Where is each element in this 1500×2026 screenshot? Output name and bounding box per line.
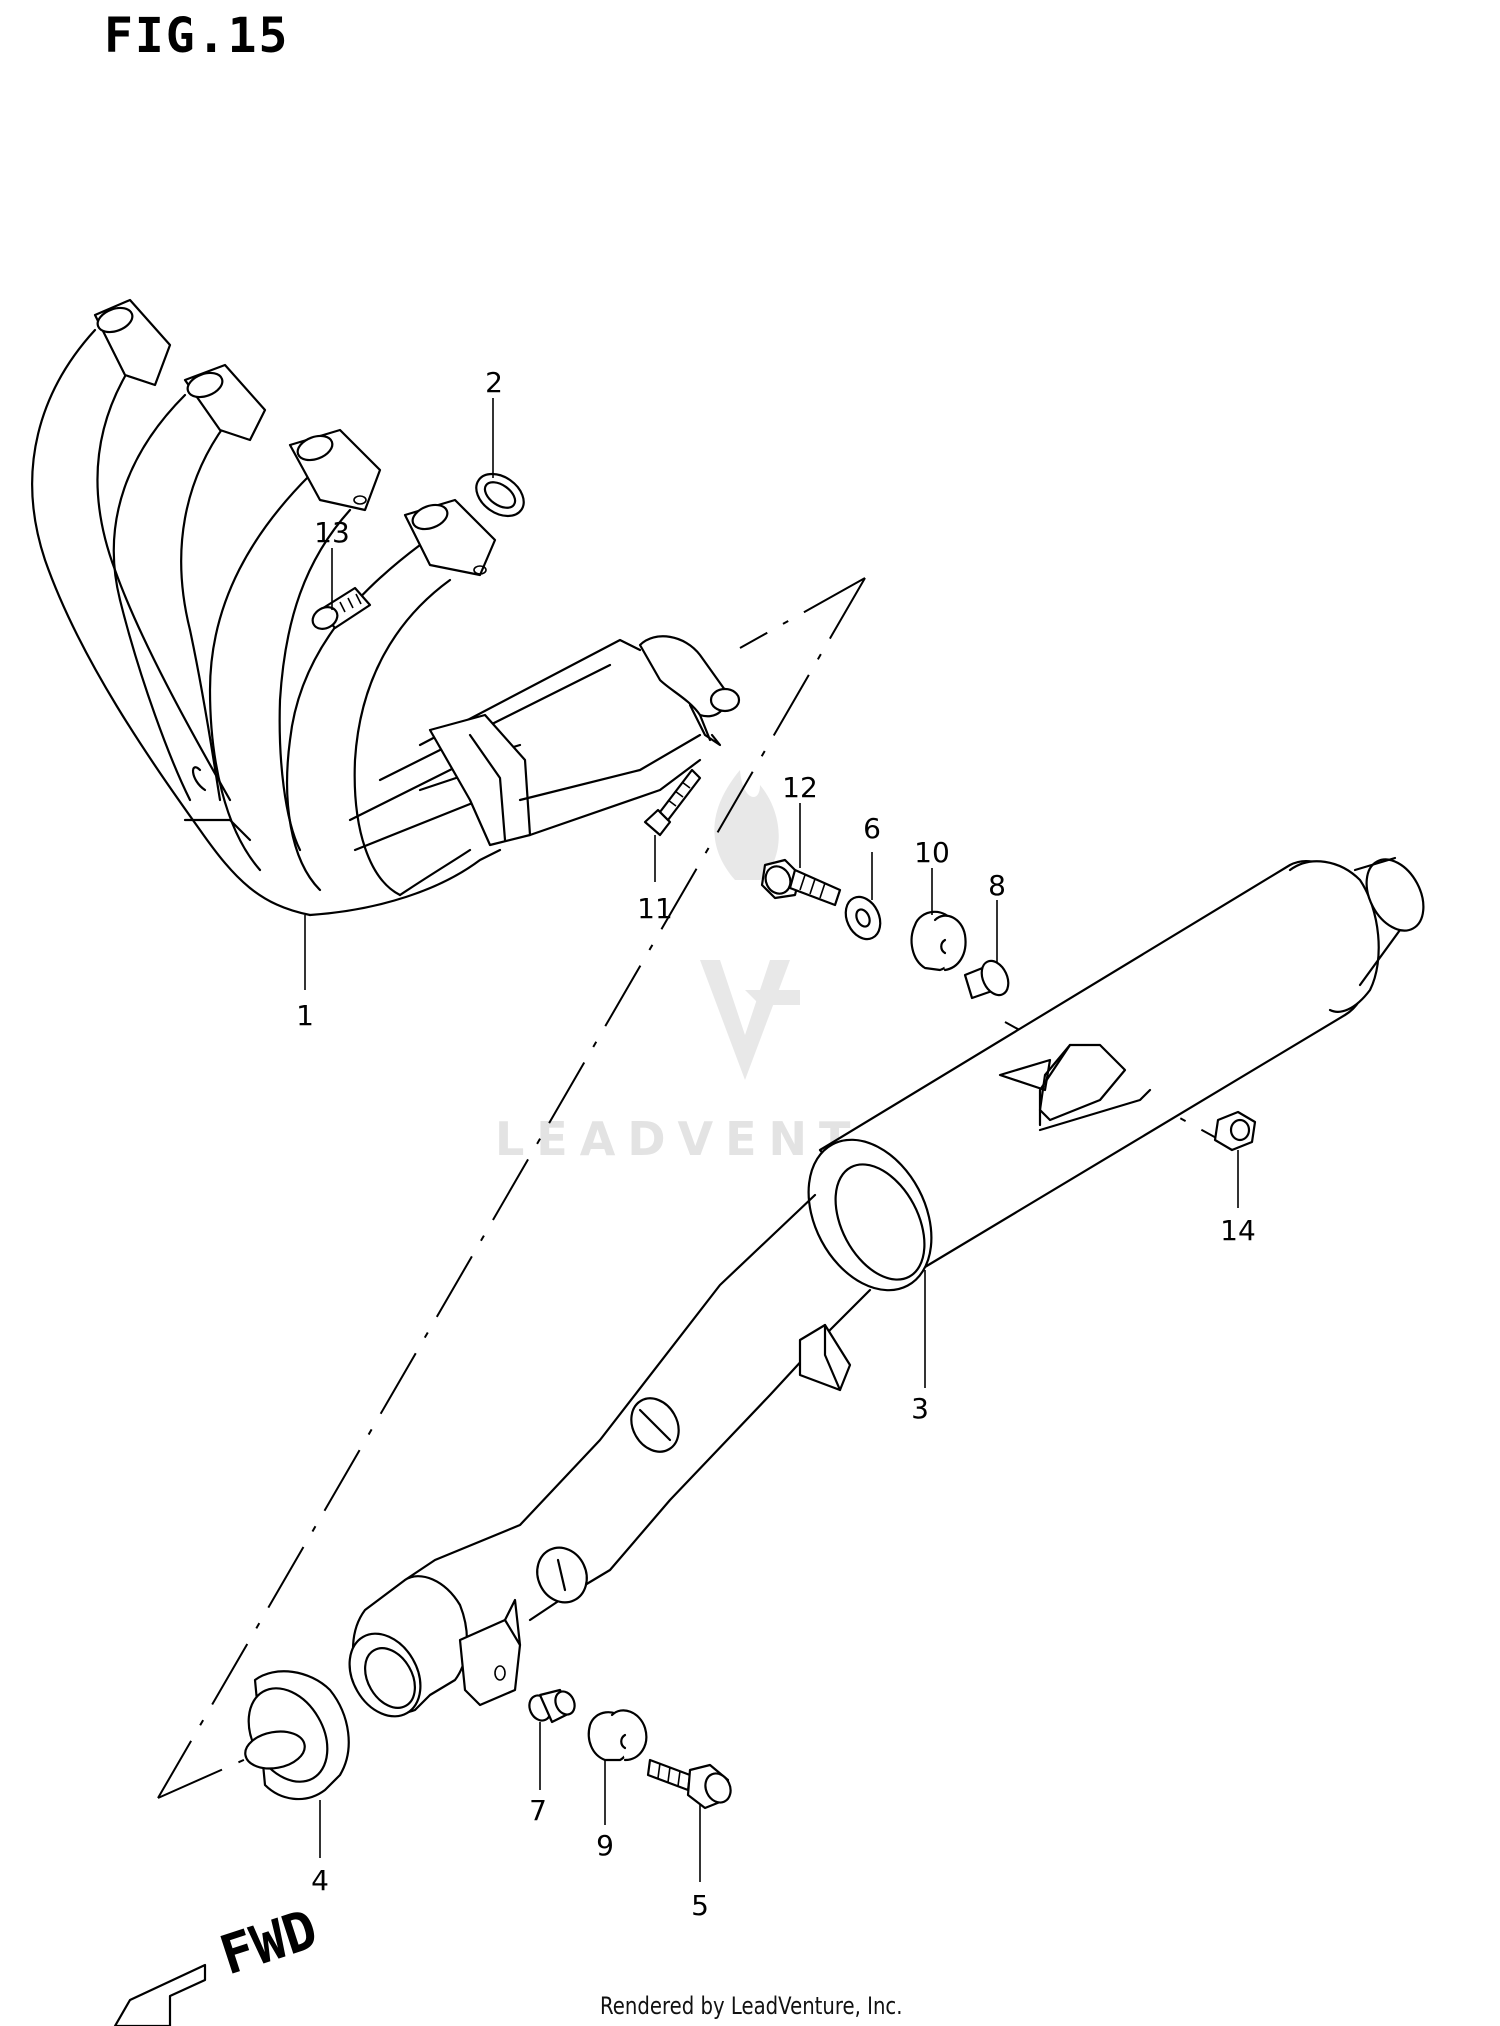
callout-labels: 1 2 3 4 5 6 7 8 9 10 11 12 13 14 bbox=[296, 366, 1256, 1922]
exhaust-header-pipes bbox=[31, 298, 741, 917]
bolt-11 bbox=[643, 768, 702, 837]
callout-11: 11 bbox=[637, 892, 673, 925]
lower-mount-hardware bbox=[528, 1688, 732, 1810]
fwd-label: FWD bbox=[213, 1897, 325, 1987]
callout-7: 7 bbox=[529, 1794, 547, 1827]
forward-direction-indicator: FWD bbox=[113, 1897, 325, 2026]
figure-title: FIG.15 bbox=[104, 8, 290, 64]
callout-13: 13 bbox=[314, 516, 350, 549]
nut-14 bbox=[1213, 1110, 1257, 1152]
callout-leaders bbox=[304, 398, 1239, 1882]
upper-mount-hardware bbox=[760, 858, 1010, 1000]
callout-9: 9 bbox=[596, 1829, 614, 1862]
muffler-body bbox=[348, 856, 1425, 1718]
credit-line: Rendered by LeadVenture, Inc. bbox=[600, 1992, 903, 2020]
callout-10: 10 bbox=[914, 836, 950, 869]
callout-5: 5 bbox=[691, 1889, 709, 1922]
gasket-ring bbox=[475, 472, 525, 518]
bolt-13 bbox=[311, 586, 372, 630]
callout-3: 3 bbox=[911, 1392, 929, 1425]
callout-2: 2 bbox=[485, 366, 503, 399]
callout-4: 4 bbox=[311, 1864, 329, 1897]
callout-14: 14 bbox=[1220, 1214, 1256, 1247]
leader-lines bbox=[157, 577, 1221, 1799]
callout-6: 6 bbox=[863, 812, 881, 845]
connector-sleeve bbox=[244, 1670, 350, 1801]
callout-8: 8 bbox=[988, 869, 1006, 902]
callout-12: 12 bbox=[782, 771, 818, 804]
callout-1: 1 bbox=[296, 999, 314, 1032]
